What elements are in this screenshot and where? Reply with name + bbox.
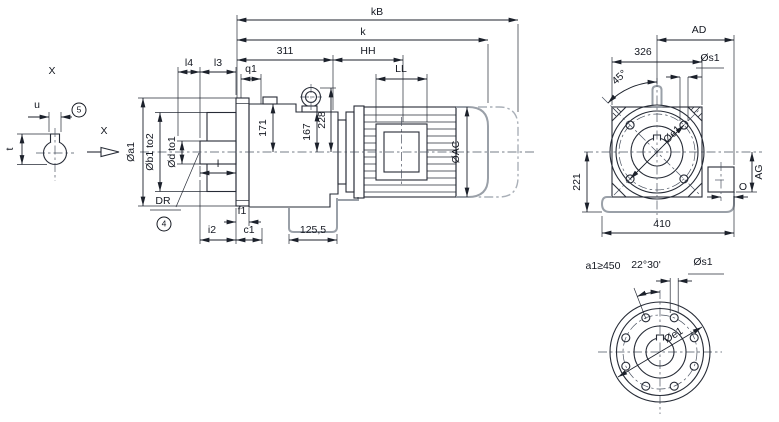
dim-l4: l4 xyxy=(184,57,194,70)
dim-22deg30: 22°30' xyxy=(631,259,661,272)
motor-front-view xyxy=(582,35,762,237)
dim-kb: kB xyxy=(370,6,384,19)
dim-i2: i2 xyxy=(207,224,217,237)
dim-ad: AD xyxy=(691,24,707,37)
dim-410: 410 xyxy=(653,218,671,231)
dim-ag: AG xyxy=(753,164,766,180)
dim-ll: LL xyxy=(395,63,407,76)
output-flange-view xyxy=(598,273,724,414)
dim-o: O xyxy=(738,181,748,194)
dim-t: t xyxy=(4,147,17,151)
dim-167: 167 xyxy=(301,123,314,141)
dim-dd-to1: Ød to1 xyxy=(166,136,179,168)
dim-db1-to2: Øb1 to2 xyxy=(144,133,157,171)
dim-l3: l3 xyxy=(213,57,223,70)
footnote-4-badge: 4 xyxy=(156,216,172,232)
center-bore-dr-label: DR xyxy=(155,195,171,208)
detail-x-label: X xyxy=(48,65,56,78)
dim-l: l xyxy=(216,158,220,171)
dim-171: 171 xyxy=(257,119,270,137)
dim-311: 311 xyxy=(276,45,294,58)
dim-q1: q1 xyxy=(245,63,257,76)
dim-u: u xyxy=(34,99,40,112)
footnote-5-badge: 5 xyxy=(71,102,87,118)
dim-125-5: 125,5 xyxy=(299,224,327,237)
note-a1-450: a1≥450 xyxy=(585,260,621,273)
dim-ds1-flange: Øs1 xyxy=(693,256,713,269)
dim-326: 326 xyxy=(634,46,652,59)
dim-228: 228 xyxy=(316,111,329,129)
gearmotor-side-view xyxy=(138,15,535,244)
dim-ds1-front: Øs1 xyxy=(700,52,720,65)
dim-221: 221 xyxy=(571,173,584,191)
view-arrow-x-label: X xyxy=(100,125,108,138)
shaft-key-detail xyxy=(17,112,120,181)
dim-dac: ØAC xyxy=(450,140,463,164)
dim-f1: f1 xyxy=(237,205,247,218)
dim-da1: Øa1 xyxy=(125,142,138,162)
dim-k: k xyxy=(360,26,366,39)
dim-hh: HH xyxy=(360,45,376,58)
dim-c1: c1 xyxy=(243,224,255,237)
